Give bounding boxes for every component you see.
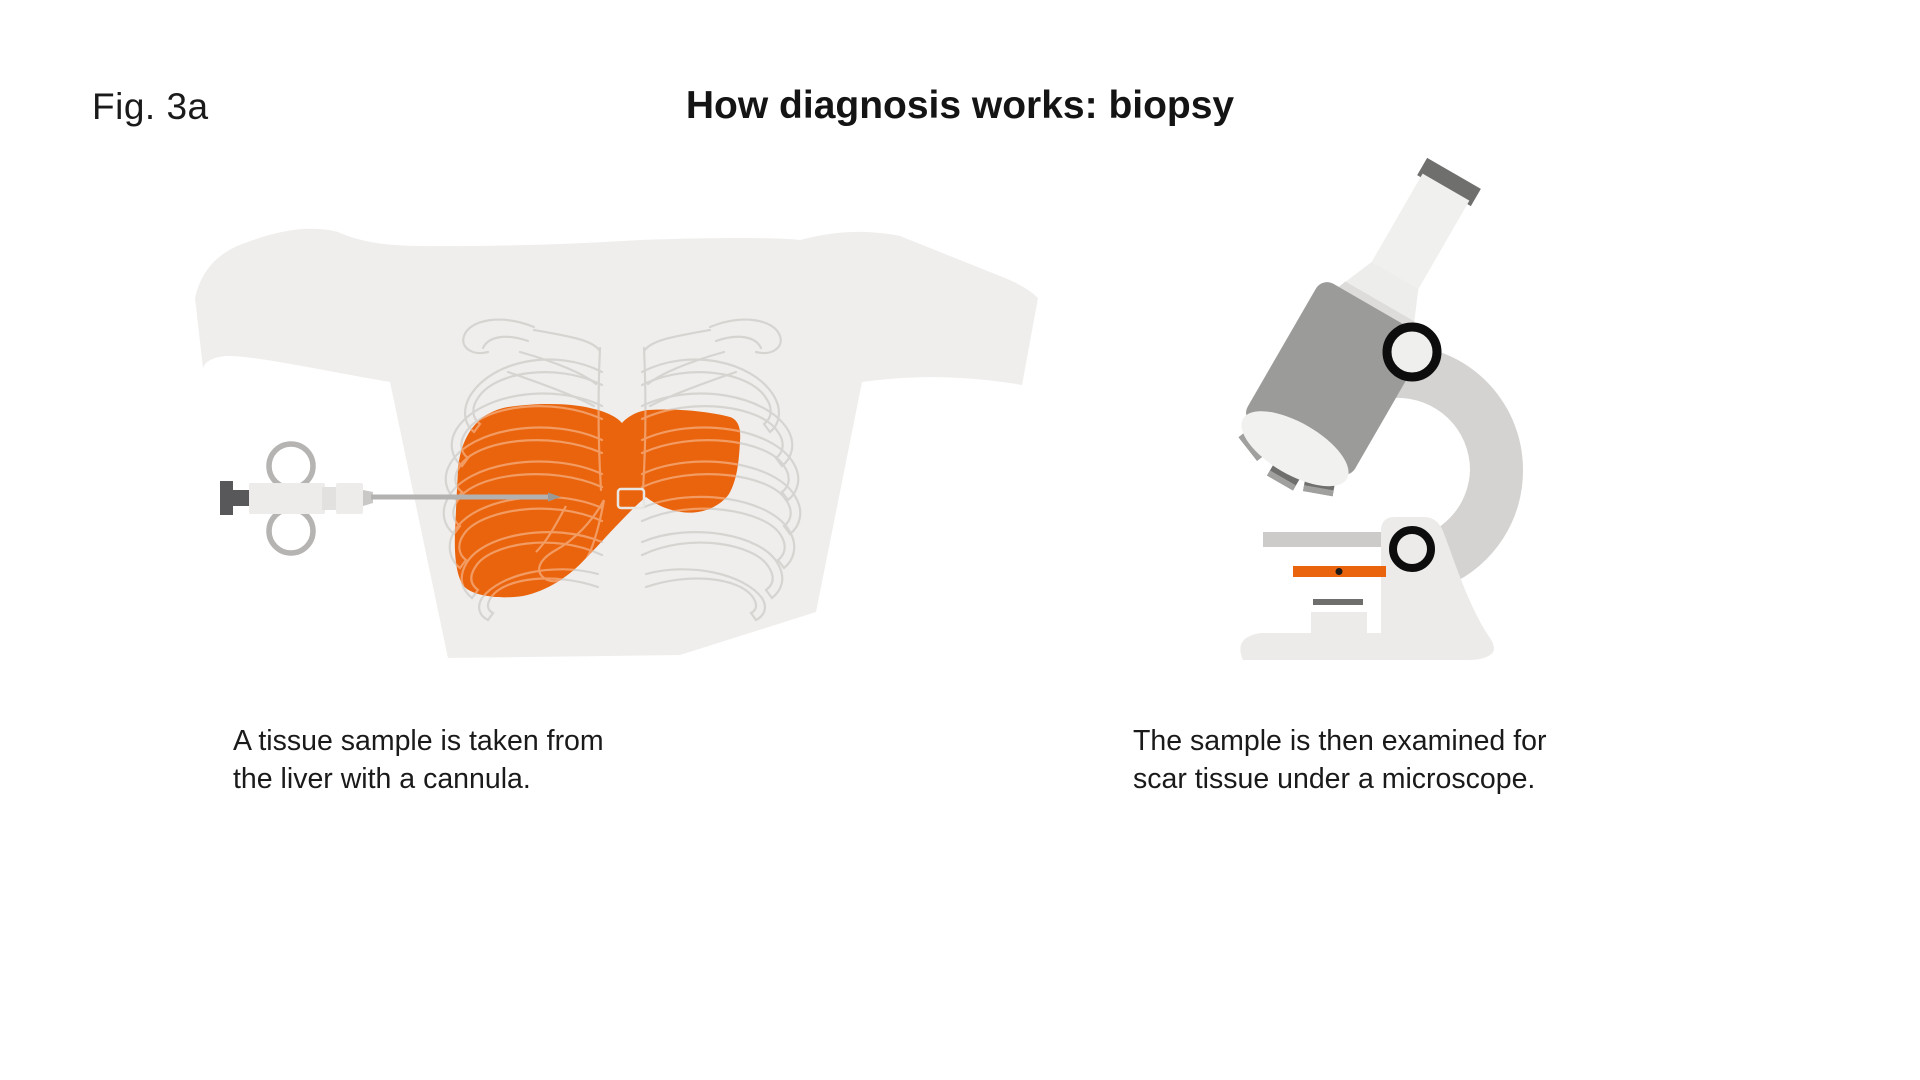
eyepiece-cap: [1417, 157, 1481, 207]
cannula-barrel: [249, 483, 325, 514]
microscope-body: [1241, 157, 1481, 487]
mirror-bar: [1313, 599, 1363, 605]
biopsy-needle: [371, 492, 561, 502]
nosepiece: [1241, 411, 1349, 487]
eyepiece-tube: [1369, 173, 1470, 293]
caption-microscope-line-1: The sample is then examined for: [1133, 725, 1547, 757]
cannula-barrel-front: [336, 483, 363, 514]
cannula-barrel-step: [322, 487, 336, 510]
cannula-device: [220, 441, 373, 556]
caption-microscope: The sample is then examined for scar tis…: [1133, 722, 1546, 798]
liver-inner-lines: [444, 320, 801, 620]
needle-hub: [363, 490, 373, 506]
biopsy-illustration: [195, 228, 1038, 658]
figure-number: Fig. 3a: [92, 86, 209, 127]
cannula-ring-handle-bottom: [266, 506, 316, 556]
sternum-plate: [616, 487, 646, 510]
focus-ring-icon: [1382, 322, 1442, 382]
stage: [1263, 532, 1391, 547]
cannula-plunger-handle: [220, 481, 233, 515]
eyepiece-collar: [1338, 281, 1415, 330]
caption-microscope-line-2: scar tissue under a microscope.: [1133, 763, 1536, 795]
cannula-ring-handle-top: [266, 441, 316, 491]
stage-knob-ring-icon: [1389, 526, 1435, 572]
caption-biopsy-line-1: A tissue sample is taken from: [233, 725, 604, 757]
page-title: How diagnosis works: biopsy: [685, 84, 1235, 127]
microscope-illustration: [1238, 157, 1524, 660]
cannula-plunger-shaft: [231, 490, 249, 506]
caption-biopsy: A tissue sample is taken from the liver …: [233, 722, 604, 798]
microscope-arm: [1390, 344, 1524, 585]
sample-dot: [1335, 568, 1343, 575]
caption-biopsy-line-2: the liver with a cannula.: [233, 763, 531, 795]
